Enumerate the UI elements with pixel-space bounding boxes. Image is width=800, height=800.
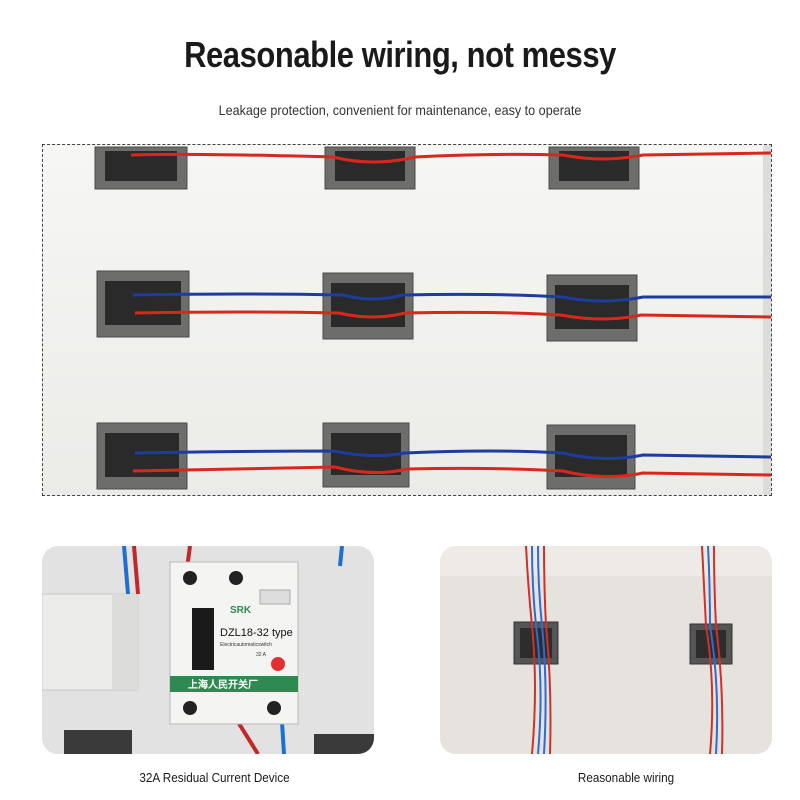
red-wire bbox=[132, 465, 771, 479]
page-title: Reasonable wiring, not messy bbox=[184, 34, 616, 75]
red-wire bbox=[130, 151, 771, 164]
socket-box bbox=[546, 274, 638, 342]
socket-box bbox=[96, 270, 190, 338]
blue-wire bbox=[132, 292, 771, 303]
device-rating: 32 A bbox=[256, 652, 267, 658]
wiring-photo bbox=[42, 144, 772, 496]
device-brand: SRK bbox=[230, 605, 252, 616]
device-model: DZL18-32 type bbox=[220, 627, 293, 639]
reasonable-wiring-photo bbox=[440, 546, 772, 754]
caption-wiring: Reasonable wiring bbox=[577, 770, 675, 785]
socket-box bbox=[324, 146, 416, 190]
rcd-photo: SRK DZL18-32 type Electricautomaticswitc… bbox=[42, 546, 374, 754]
socket-box bbox=[96, 422, 188, 490]
caption-rcd: 32A Residual Current Device bbox=[139, 770, 290, 785]
socket-box bbox=[322, 272, 414, 340]
device-subtitle: Electricautomaticswitch bbox=[220, 642, 272, 648]
blue-wire bbox=[134, 449, 771, 461]
device-manufacturer: 上海人民开关厂 bbox=[188, 678, 258, 691]
red-wire bbox=[134, 310, 771, 321]
page-subtitle: Leakage protection, convenient for maint… bbox=[218, 102, 582, 118]
socket-box bbox=[548, 146, 640, 190]
